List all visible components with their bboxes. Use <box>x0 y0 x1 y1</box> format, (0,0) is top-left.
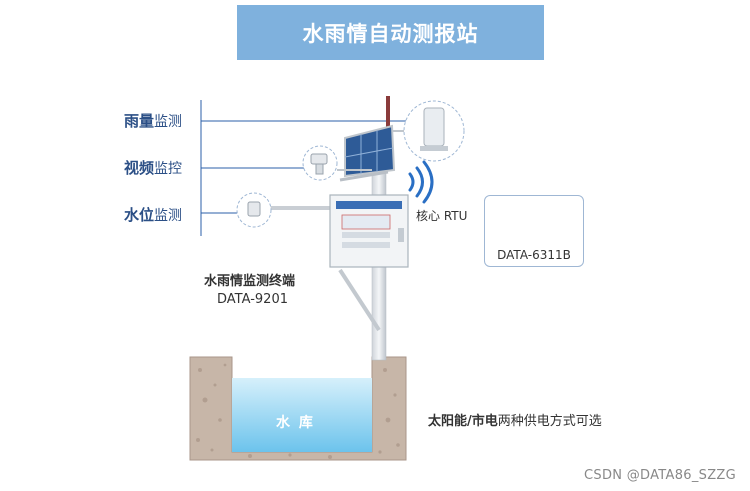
reservoir-water <box>232 378 372 452</box>
terminal-model: DATA-9201 <box>217 292 288 307</box>
rtu-box: DATA-6311B <box>484 195 584 267</box>
wifi-signal-icon <box>408 160 434 204</box>
antenna-icon <box>386 96 390 144</box>
title-banner: 水雨情自动测报站 <box>237 5 544 60</box>
label-water: 水位监测 <box>124 206 183 224</box>
label-rain: 雨量监测 <box>124 112 183 130</box>
terminal-name: 水雨情监测终端 <box>204 274 296 289</box>
cabinet-icon <box>329 194 409 268</box>
water-level-sensor-icon <box>236 192 272 228</box>
rtu-caption: 核心 RTU <box>416 209 468 223</box>
power-note: 太阳能/市电两种供电方式可选 <box>428 414 602 429</box>
rtu-model: DATA-6311B <box>497 248 571 262</box>
reservoir-label: 水 库 <box>276 415 315 431</box>
sensor-arm <box>260 206 334 210</box>
watermark: CSDN @DATA86_SZZG <box>584 468 736 483</box>
camera-icon <box>302 145 372 181</box>
title: 水雨情自动测报站 <box>302 21 479 46</box>
rain-gauge-icon <box>392 100 465 162</box>
label-video: 视频监控 <box>124 159 183 177</box>
pole-brace <box>338 268 381 332</box>
solar-panel-icon <box>339 124 396 182</box>
